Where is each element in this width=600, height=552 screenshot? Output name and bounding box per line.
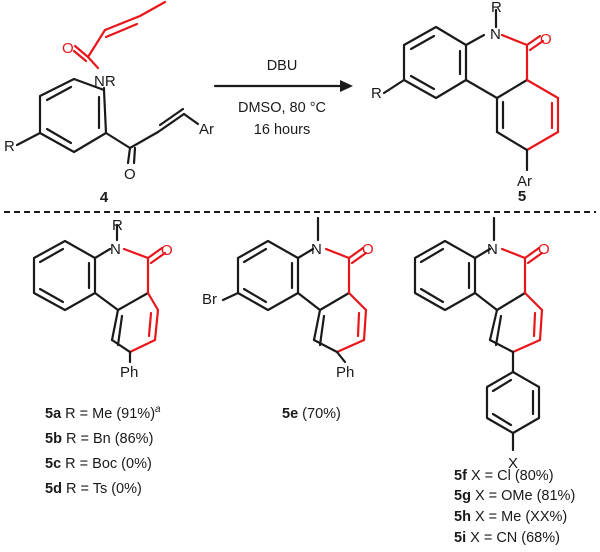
reactant-4-structure [15,0,200,165]
cmpd5f-carbonyl-oxygen: O [538,241,550,258]
product-carbonyl-oxygen: O [540,31,552,48]
reaction-arrow [213,80,353,92]
cmpd5f-n-label: N [487,241,498,258]
cmpd5a-n-label: N [110,241,121,258]
caption-5f: 5f X = Cl (80%) [454,468,554,484]
product-n-label: N [490,26,501,43]
product-label: 5 [518,188,526,205]
caption-5e: 5e (70%) [282,406,341,422]
product-r-label: R [371,85,382,102]
reagent-label: DBU [267,58,298,74]
reactant-ar-label: Ar [199,121,214,138]
reactant-r-label: R [4,138,15,155]
cmpd5e-carbonyl-oxygen: O [362,241,374,258]
cmpd5a-ph-label: Ph [120,364,138,381]
reactant-carbonyl-oxygen: O [62,40,74,57]
product-ar-label: Ar [517,173,532,190]
product-r-on-n: R [491,0,502,16]
caption-5b: 5b R = Bn (86%) [45,431,153,447]
cmpd5a-carbonyl-oxygen: O [161,242,173,259]
caption-5h: 5h X = Me (XX%) [454,509,567,525]
reactant-label: 4 [100,189,109,206]
compound-5a-5d-structure [32,223,167,364]
caption-5d: 5d R = Ts (0%) [45,481,142,497]
conditions-line-1: DMSO, 80 °C [238,100,326,116]
reactant-nr-label: NR [94,73,116,90]
reactant-ketone-oxygen: O [124,166,136,183]
caption-5i: 5i X = CN (68%) [454,530,560,546]
caption-5f-5i: 5f X = Cl (80%) 5g X = OMe (81%) 5h X = … [454,468,575,546]
caption-5g: 5g X = OMe (81%) [454,488,575,504]
compound-5f-5i-structure [413,216,544,452]
caption-5a-5d: 5a R = Me (91%)a 5b R = Bn (86%) 5c R = … [45,404,161,497]
conditions-line-2: 16 hours [254,122,310,138]
cmpd5a-r-on-n: R [112,217,123,234]
product-5-structure [382,8,560,172]
caption-5a: 5a R = Me (91%)a [45,404,161,422]
compound-5e-structure [221,216,368,364]
cmpd5e-ph-label: Ph [336,364,354,381]
cmpd5e-br-label: Br [202,291,217,308]
cmpd5f-x-label: X [508,455,518,472]
cmpd5e-n-label: N [311,241,322,258]
caption-5c: 5c R = Boc (0%) [45,456,152,472]
